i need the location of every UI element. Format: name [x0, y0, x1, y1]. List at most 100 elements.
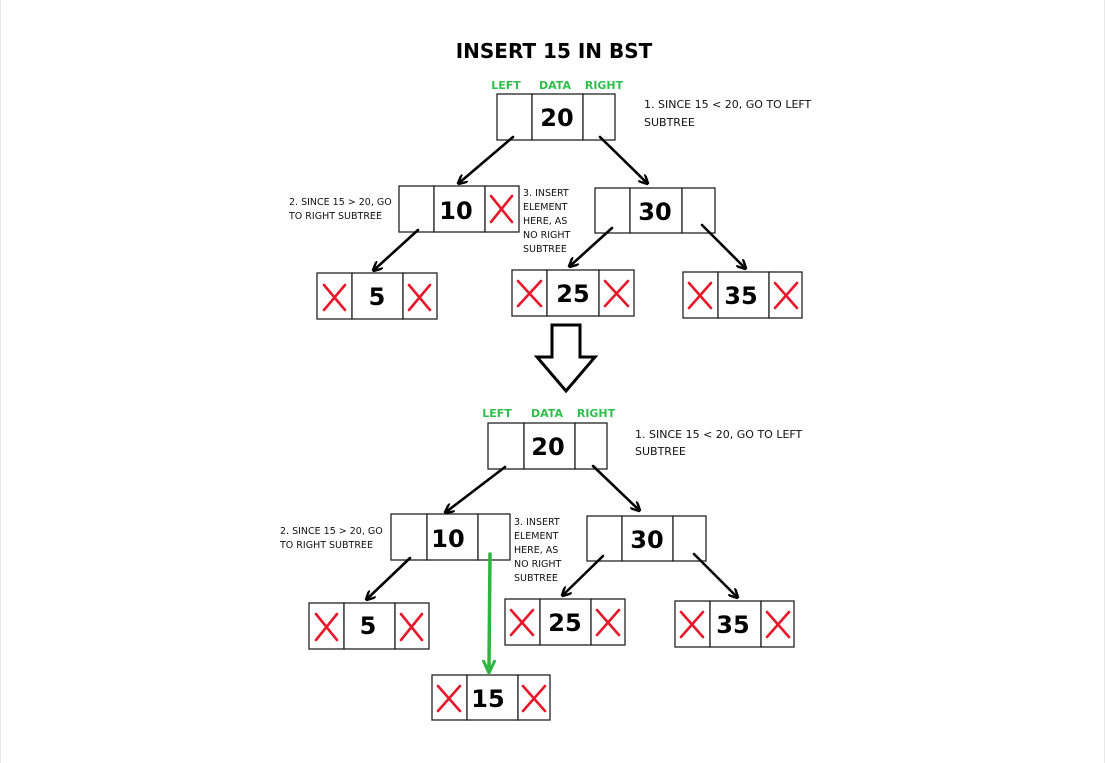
- step1-note-cont: SUBTREE: [644, 116, 695, 129]
- edge-10-to-5: [374, 228, 420, 270]
- null-cross: [436, 684, 462, 713]
- edge-20-to-30: [598, 135, 647, 183]
- edge-20-to-10: [459, 135, 515, 183]
- node-value: 25: [548, 609, 581, 637]
- before-tree: LEFT DATA RIGHT 20 1. SINCE 15 < 20, GO …: [288, 79, 812, 320]
- down-arrow-icon: [533, 323, 599, 394]
- null-cross: [521, 684, 547, 713]
- label-left: LEFT: [482, 407, 512, 420]
- node-left-pointer: [390, 513, 428, 561]
- node-left-pointer: [511, 269, 548, 317]
- label-data: DATA: [539, 79, 571, 92]
- step1-note: 1. SINCE 15 < 20, GO TO LEFT: [635, 428, 803, 441]
- node-30: 30: [594, 187, 716, 234]
- edge-20-to-10: [446, 465, 507, 512]
- label-right: RIGHT: [585, 79, 624, 92]
- node-30: 30: [586, 515, 707, 562]
- null-cross: [399, 612, 424, 642]
- label-left: LEFT: [491, 79, 521, 92]
- edge-30-to-25: [563, 554, 605, 595]
- node-value: 35: [724, 282, 757, 310]
- step2-note-cont: TO RIGHT SUBTREE: [279, 540, 373, 551]
- null-cross: [595, 608, 621, 637]
- node-left-pointer: [594, 187, 631, 234]
- edge-30-to-35: [700, 223, 745, 268]
- node-right-pointer: [590, 598, 626, 646]
- node-right-pointer: [574, 422, 608, 470]
- node-data-cell: [717, 271, 770, 319]
- step3-note: 3. INSERT: [523, 188, 569, 199]
- null-cross: [489, 194, 514, 224]
- null-cross: [603, 279, 630, 308]
- node-right-pointer: [484, 185, 520, 233]
- null-cross: [407, 283, 432, 312]
- step3-note-l3: HERE, AS: [523, 216, 567, 227]
- node-right-pointer: [477, 513, 511, 561]
- node-left-pointer: [487, 422, 525, 470]
- node-value: 20: [531, 433, 564, 461]
- node-value: 5: [360, 612, 377, 640]
- label-right: RIGHT: [577, 407, 616, 420]
- after-tree: LEFT DATA RIGHT 20 1. SINCE 15 < 20, GO …: [279, 407, 803, 721]
- edge-10-to-15-new: [489, 552, 490, 667]
- label-data: DATA: [531, 407, 563, 420]
- page-title: INSERT 15 IN BST: [456, 39, 653, 63]
- node-15-new: 15: [431, 674, 551, 721]
- node-left-pointer: [496, 93, 533, 141]
- node-right-pointer: [582, 93, 616, 141]
- node-right-pointer: [672, 515, 707, 562]
- step1-note-cont: SUBTREE: [635, 445, 686, 458]
- null-cross: [509, 608, 535, 637]
- node-left-pointer: [398, 185, 435, 233]
- node-25: 25: [511, 269, 635, 317]
- node-data-cell: [629, 187, 683, 234]
- step3-note: 3. INSERT: [514, 517, 560, 528]
- node-5: 5: [308, 602, 430, 650]
- node-right-pointer: [681, 187, 716, 234]
- step2-note-cont: TO RIGHT SUBTREE: [288, 211, 382, 222]
- node-10: 10: [390, 513, 511, 561]
- node-10: 10: [398, 185, 520, 233]
- null-cross: [773, 281, 799, 310]
- edge-20-to-30: [591, 464, 639, 510]
- node-value: 30: [630, 526, 663, 554]
- null-cross: [322, 283, 347, 312]
- node-data-cell: [351, 272, 404, 320]
- step2-note: 2. SINCE 15 > 20, GO: [289, 197, 392, 208]
- step3-note-l2: ELEMENT: [523, 202, 568, 213]
- node-data-cell: [433, 185, 486, 233]
- node-value: 15: [471, 685, 504, 713]
- node-value: 20: [540, 104, 573, 132]
- node-value: 5: [369, 283, 386, 311]
- node-5: 5: [316, 272, 438, 320]
- step2-note: 2. SINCE 15 > 20, GO: [280, 526, 383, 537]
- null-cross: [687, 281, 713, 310]
- step3-note-l3: HERE, AS: [514, 545, 558, 556]
- node-value: 25: [556, 280, 589, 308]
- step3-note-l2: ELEMENT: [514, 531, 559, 542]
- edge-30-to-35: [692, 552, 737, 597]
- node-25: 25: [504, 598, 626, 646]
- edge-10-to-5: [367, 556, 412, 599]
- node-value: 10: [439, 197, 472, 225]
- null-cross: [765, 610, 791, 639]
- node-root: 20: [487, 422, 608, 470]
- step3-note-l4: NO RIGHT: [514, 559, 562, 570]
- step1-note: 1. SINCE 15 < 20, GO TO LEFT: [644, 98, 812, 111]
- node-data-cell: [709, 600, 762, 648]
- step3-note-l4: NO RIGHT: [523, 230, 571, 241]
- null-cross: [679, 610, 705, 639]
- node-value: 35: [716, 611, 749, 639]
- edge-30-to-25: [570, 226, 614, 266]
- null-cross: [516, 279, 543, 308]
- node-data-cell: [466, 674, 519, 721]
- node-data-cell: [531, 93, 584, 141]
- step3-note-l5: SUBTREE: [523, 244, 567, 255]
- step3-note-l5: SUBTREE: [514, 573, 558, 584]
- node-left-pointer: [586, 515, 623, 562]
- null-cross: [314, 612, 339, 642]
- node-data-cell: [621, 515, 674, 562]
- node-35: 35: [674, 600, 795, 648]
- node-value: 10: [431, 525, 464, 553]
